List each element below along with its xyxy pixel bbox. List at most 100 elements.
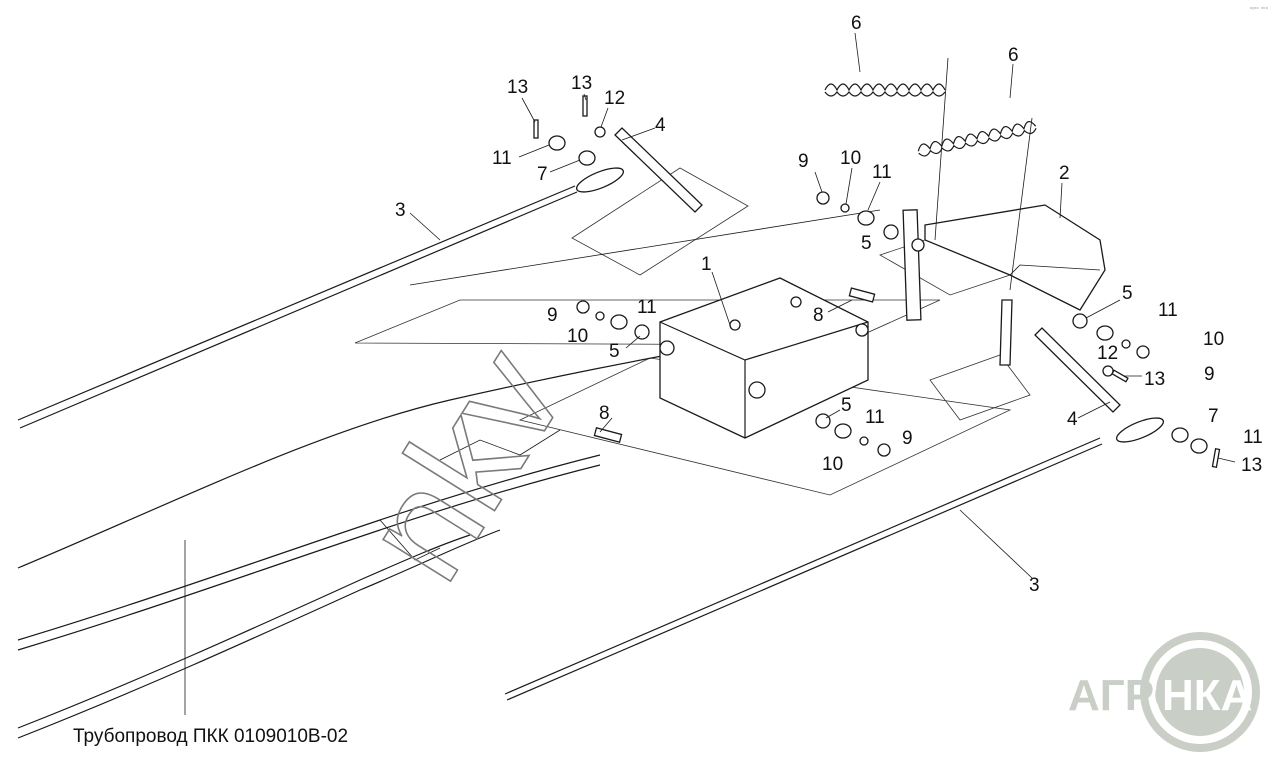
washer-11a (548, 135, 566, 151)
callout-10: 10 (567, 326, 588, 347)
bracket-2 (902, 204, 1106, 321)
cotter-pin-13c (1111, 369, 1129, 383)
logo-disc (1156, 648, 1244, 736)
callout-4: 4 (655, 115, 666, 136)
leader-8b (599, 417, 613, 433)
callout-5: 5 (609, 341, 620, 362)
callout-11: 11 (872, 162, 892, 183)
leader-7a (549, 159, 581, 173)
plane-upper-left (571, 167, 749, 276)
callout-11: 11 (1243, 427, 1263, 448)
callout-3: 3 (1029, 575, 1040, 596)
leader-1 (711, 271, 731, 326)
pipe-inner-edge-2 (17, 464, 601, 651)
bracket-upright (902, 209, 922, 321)
pipe-bracket (439, 429, 561, 461)
washer-10b (595, 311, 605, 321)
leader-2 (1059, 182, 1063, 219)
callout-7: 7 (1208, 406, 1219, 427)
rod-eye-left (575, 167, 625, 193)
bracket-nut-a (729, 319, 741, 331)
callout-3: 3 (395, 200, 406, 221)
bushing-7a (578, 150, 596, 166)
leader-4a (621, 127, 656, 141)
spring-lower-back (918, 127, 1037, 157)
callout-6: 6 (851, 13, 862, 34)
plane-edge (409, 209, 881, 286)
logo-right-text: НКА (1162, 671, 1252, 720)
leader-6a (854, 32, 861, 73)
leader-13b (583, 93, 587, 101)
pipe-upper-edge (17, 344, 721, 569)
drawing-caption: Трубопровод ПКК 0109010В-02 (73, 726, 348, 747)
leader-6b (1009, 63, 1014, 99)
bushing-5b (634, 324, 650, 340)
callout-13: 13 (571, 73, 592, 94)
callout-13: 13 (1241, 455, 1262, 476)
callout-4: 4 (1067, 409, 1078, 430)
callout-1: 1 (701, 254, 712, 275)
leader-3a (409, 212, 441, 241)
bolt-8a (848, 287, 876, 303)
spring-lower (917, 121, 1037, 152)
hardware (533, 95, 1221, 468)
callout-2: 2 (1059, 163, 1070, 184)
washer-10d (1121, 339, 1131, 349)
rod-eye-right (1115, 417, 1165, 443)
leader-3b (959, 509, 1033, 579)
rod-right (504, 437, 1101, 695)
springs (824, 83, 1037, 157)
bracket-upright-hole (911, 238, 925, 252)
callout-8: 8 (813, 305, 824, 326)
callout-11: 11 (637, 297, 657, 318)
rods (17, 167, 1165, 701)
washer-11b (857, 210, 875, 226)
leader-8a (827, 299, 853, 313)
rod-right-edge (506, 443, 1103, 701)
callout-13: 13 (507, 77, 528, 98)
corner-mark: ᵃᵍʳᵒ ⁿᵏᵃ (1250, 6, 1268, 13)
callout-8: 8 (599, 403, 610, 424)
bracket-hole-right (855, 323, 869, 337)
callout-11: 11 (1158, 300, 1178, 321)
nut-9c (877, 443, 891, 457)
lever-right (1034, 327, 1121, 413)
callout-10: 10 (840, 148, 861, 169)
leader-9a (814, 171, 823, 193)
bolt-8b (593, 426, 623, 444)
leader-13a (521, 97, 536, 123)
washer-10a (840, 203, 850, 213)
pipe-inner-edge-1 (17, 454, 601, 641)
bushing-5d (1072, 313, 1088, 329)
leader-6a-long (934, 57, 949, 241)
plane-right (929, 354, 1031, 421)
rod-left-edge (19, 191, 578, 429)
washer-10c (859, 436, 869, 446)
callout-9: 9 (798, 151, 809, 172)
callout-10: 10 (822, 454, 843, 475)
leader-11a (518, 144, 550, 158)
washer-11f (1190, 438, 1208, 454)
bushing-5c (815, 413, 831, 429)
agronka-logo: АГРО НКА (1068, 632, 1260, 752)
callouts: 6 6 2 13 13 12 4 11 7 3 9 10 11 5 1 8 9 … (395, 13, 1263, 596)
leader-5d (1085, 299, 1121, 319)
pipe-lower-edge-inner (17, 534, 471, 729)
bushing-7b (1171, 427, 1189, 443)
leader-5b (625, 335, 641, 349)
leader-lines (184, 32, 1236, 715)
bracket-plate (924, 204, 1106, 311)
callout-13: 13 (1144, 369, 1165, 390)
callout-6: 6 (1008, 45, 1019, 66)
pipe-end-flange (379, 519, 441, 561)
cotter-pin-13a (533, 119, 539, 139)
washer-11d (834, 423, 852, 439)
nut-9a (816, 191, 830, 205)
bushing-5a (883, 224, 899, 240)
nut-9d (1136, 345, 1150, 359)
bracket-hole-left (659, 340, 675, 356)
leader-12a (600, 107, 609, 128)
bracket-nut-b (790, 296, 802, 308)
